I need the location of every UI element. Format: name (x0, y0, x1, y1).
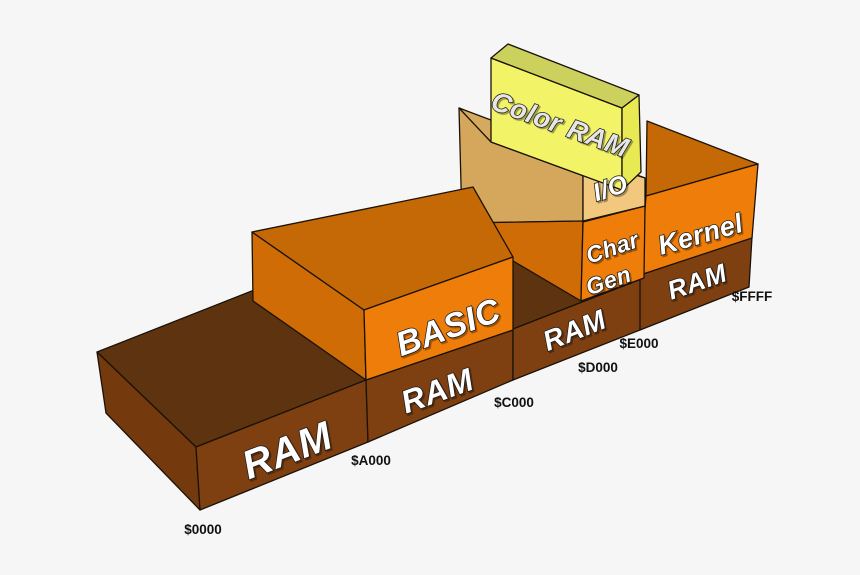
basic-front-face (363, 256, 514, 381)
address-label-ffff: $FFFF (732, 289, 773, 304)
address-label-0000: $0000 (184, 522, 222, 537)
address-labels: $0000 $A000 $C000 $D000 $E000 $FFFF (184, 289, 772, 537)
address-label-a000: $A000 (351, 453, 391, 468)
colorram-right-face (621, 94, 642, 191)
address-label-d000: $D000 (578, 360, 618, 375)
address-label-e000: $E000 (619, 336, 658, 351)
address-label-c000: $C000 (494, 395, 534, 410)
